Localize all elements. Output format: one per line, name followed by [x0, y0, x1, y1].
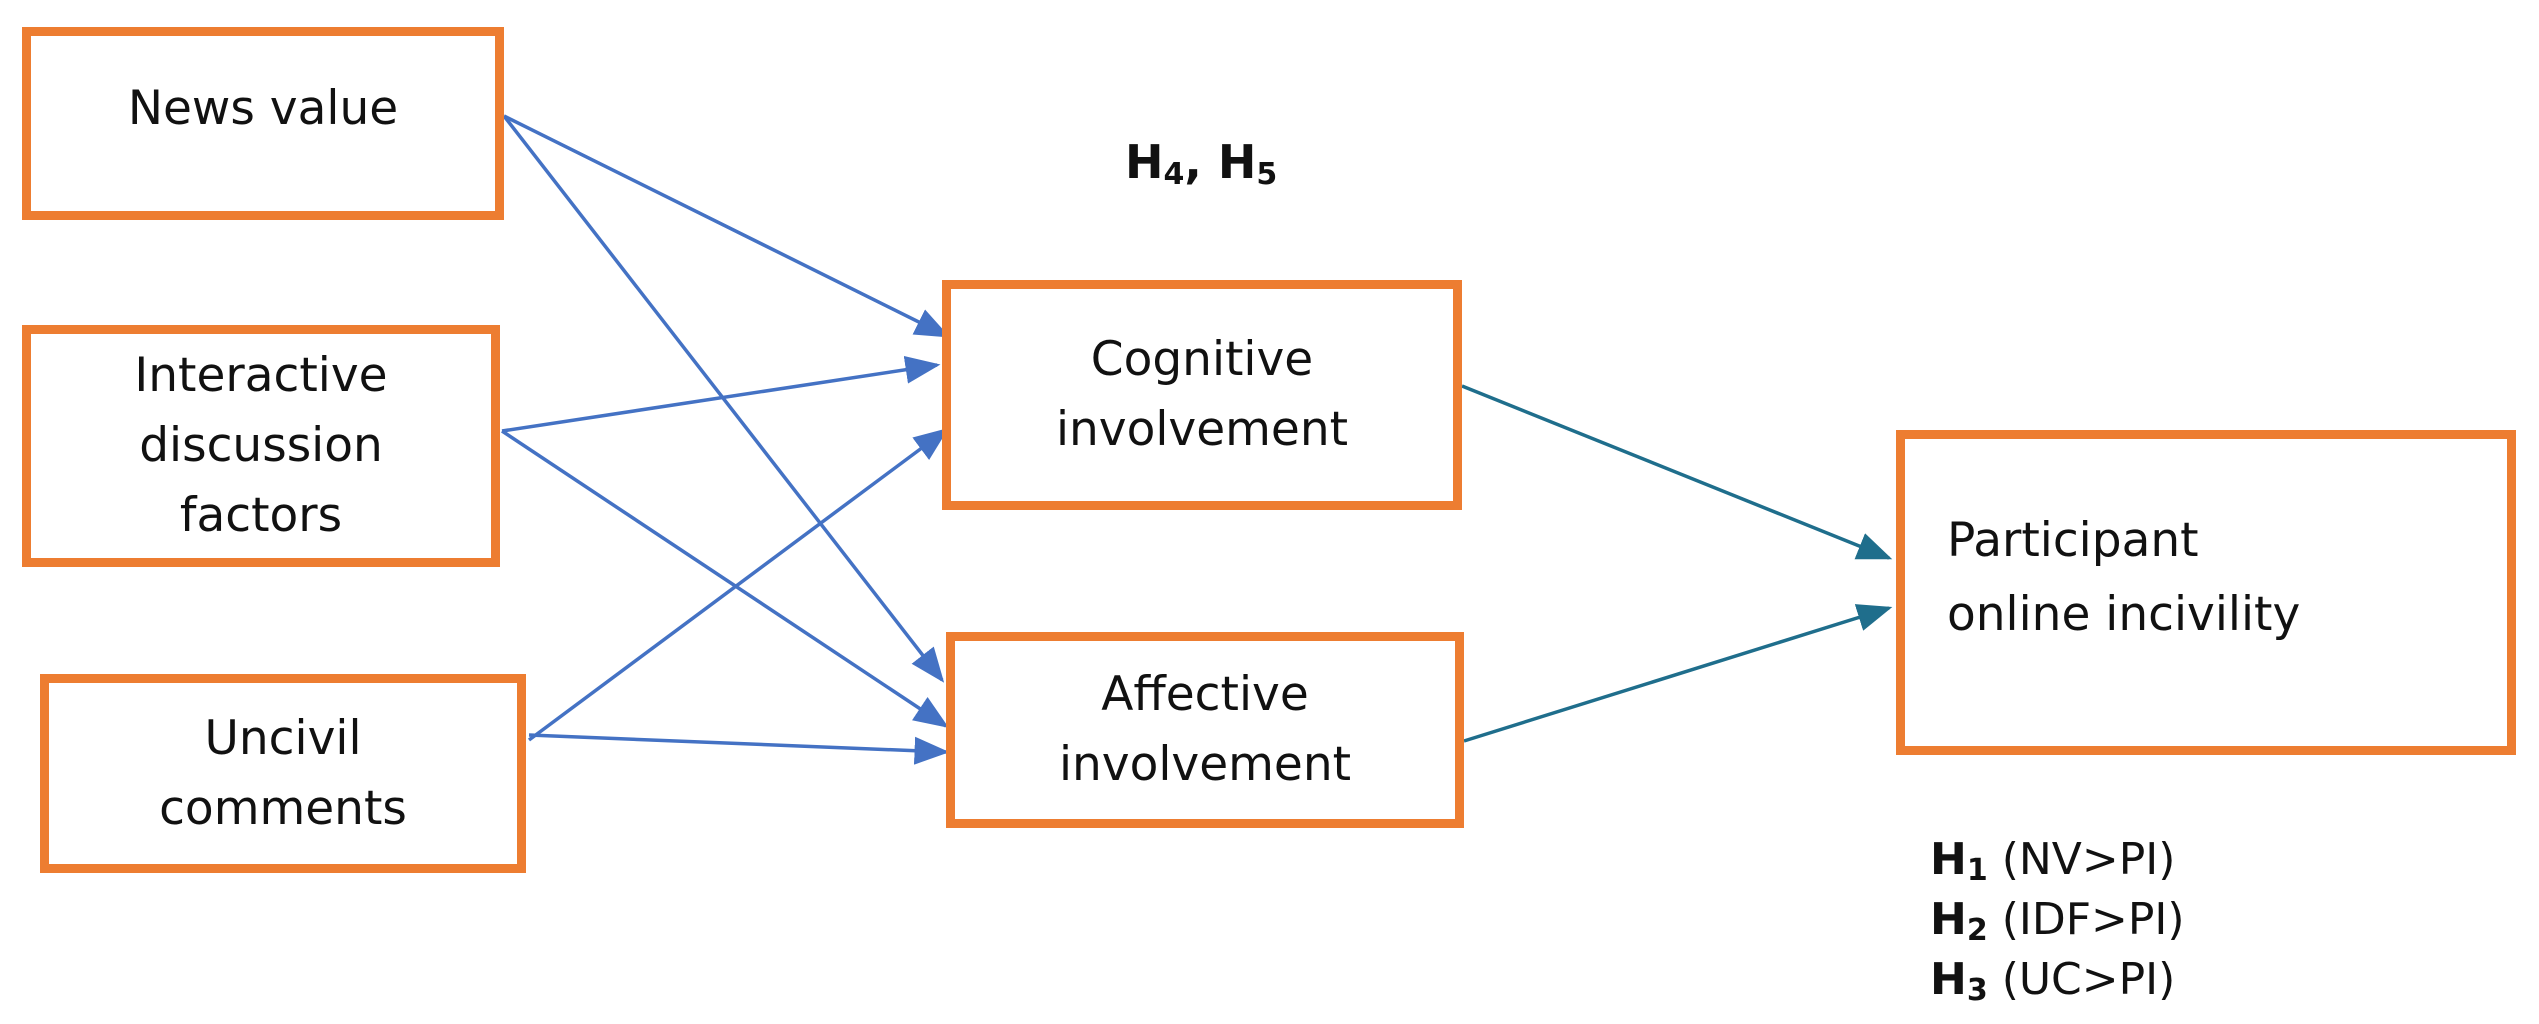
hypothesis-h2: H2 (IDF>PI): [1930, 894, 2185, 948]
arrow-uc-to-cognitive: [527, 427, 949, 742]
hypothesis-h1: H1 (NV>PI): [1930, 834, 2175, 888]
h2-subscript: 2: [1966, 913, 1988, 948]
affective-involvement-box: Affective involvement: [946, 632, 1464, 828]
h1-subscript: 1: [1966, 853, 1988, 888]
arrow-idf-to-cognitive: [501, 355, 941, 433]
cognitive-involvement-label-line2: involvement: [1055, 402, 1349, 457]
h2-letter: H: [1930, 894, 1967, 945]
uncivil-comments-label-line1: Uncivil: [204, 710, 362, 766]
h3-letter: H: [1930, 954, 1967, 1005]
interactive-discussion-label-line1: Interactive: [134, 348, 388, 403]
affective-involvement-label-line2: involvement: [1058, 737, 1352, 792]
news-value-box: News value: [22, 27, 504, 220]
interactive-discussion-factors-box: Interactive discussion factors: [22, 325, 500, 567]
h4-subscript: 4: [1163, 157, 1185, 192]
h3-subscript: 3: [1966, 973, 1988, 1008]
affective-involvement-label-line1: Affective: [1101, 667, 1309, 722]
arrow-affective-to-participant: [1463, 604, 1893, 743]
h4-separator: ,: [1184, 135, 1218, 189]
participant-online-incivility-box: Participant online incivility: [1896, 430, 2516, 755]
participant-online-incivility-label-line2: online incivility: [1947, 586, 2301, 642]
cognitive-involvement-label-line1: Cognitive: [1090, 332, 1314, 387]
uncivil-comments-box: Uncivil comments: [40, 674, 526, 873]
h4-letter: H: [1125, 135, 1164, 189]
h1-letter: H: [1930, 834, 1967, 885]
h5-subscript: 5: [1256, 157, 1278, 192]
cognitive-involvement-box: Cognitive involvement: [942, 280, 1462, 510]
interactive-discussion-label-line3: factors: [179, 488, 343, 543]
arrow-cognitive-to-participant: [1461, 384, 1893, 560]
h3-text: (UC>PI): [1987, 954, 2176, 1005]
news-value-label: News value: [127, 81, 399, 136]
h2-text: (IDF>PI): [1987, 894, 2185, 945]
interactive-discussion-label-line2: discussion: [139, 418, 383, 473]
participant-online-incivility-label-line1: Participant: [1947, 512, 2199, 568]
h5-letter: H: [1217, 135, 1257, 189]
hypothesis-h3: H3 (UC>PI): [1930, 954, 2175, 1008]
arrow-idf-to-affective: [501, 429, 949, 728]
h1-text: (NV>PI): [1987, 834, 2176, 885]
uncivil-comments-label-line2: comments: [159, 780, 407, 836]
arrow-news-to-cognitive: [503, 114, 951, 338]
mediation-hypotheses-label: H4, H5: [1125, 135, 1277, 192]
arrow-uc-to-affective: [528, 733, 950, 765]
